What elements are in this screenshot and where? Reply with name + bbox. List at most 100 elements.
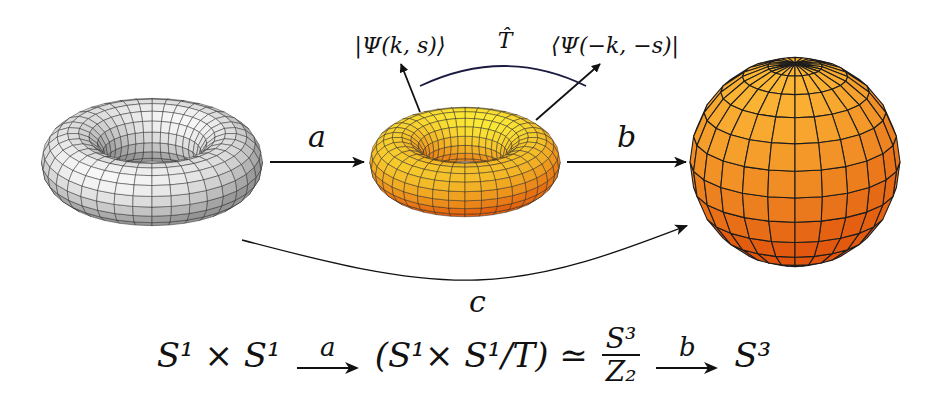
surface-patch — [152, 185, 171, 197]
surface-patch — [795, 76, 809, 95]
surface-patch — [821, 167, 847, 197]
surface-patch — [82, 176, 100, 191]
surface-patch — [743, 167, 769, 197]
surface-patch — [152, 196, 171, 207]
surface-patch — [472, 146, 479, 155]
surface-patch — [465, 208, 481, 214]
surface-patch — [133, 216, 152, 223]
surface-patch — [133, 206, 152, 216]
sphere-figure — [689, 56, 901, 268]
surface-patch — [68, 134, 80, 140]
surface-patch — [769, 221, 795, 242]
surface-patch — [795, 117, 819, 144]
surface-patch — [143, 143, 152, 152]
map-label: a — [308, 119, 326, 154]
surface-patch — [795, 63, 809, 75]
surface-patch — [98, 180, 117, 194]
surface-patch — [68, 128, 80, 134]
surface-patch — [418, 177, 434, 189]
surface-patch — [127, 133, 135, 145]
surface-patch — [771, 117, 795, 144]
surface-patch — [768, 197, 795, 223]
surface-patch — [224, 134, 236, 140]
equation-term: (S¹× S¹/T) ≃ — [375, 335, 588, 375]
surface-patch — [152, 163, 167, 168]
surface-patch — [465, 173, 480, 182]
surface-patch — [781, 63, 795, 75]
surface-patch — [449, 208, 465, 214]
surface-patch — [160, 132, 169, 144]
surface-patch — [465, 200, 482, 208]
surface-patch — [115, 183, 134, 196]
map-connector — [242, 226, 687, 281]
surface-patch — [160, 143, 169, 153]
surface-patch — [465, 167, 479, 174]
space-term: S¹ × S¹ — [157, 335, 281, 375]
surface-patch — [152, 104, 165, 112]
surface-patch — [456, 118, 465, 127]
surface-patch — [457, 127, 465, 137]
surface-patch — [204, 176, 222, 191]
surface-patch — [135, 132, 144, 144]
surface-patch — [479, 137, 486, 147]
surface-patch — [152, 99, 167, 104]
surface-patch — [170, 183, 189, 196]
surface-patch — [465, 191, 482, 201]
surface-patch — [405, 174, 421, 187]
map-arrow-line — [654, 360, 720, 376]
map-label: a — [320, 334, 336, 360]
surface-patch — [465, 127, 473, 137]
surface-patch — [135, 143, 144, 153]
surface-patch — [450, 146, 457, 155]
surface-patch — [152, 111, 163, 121]
surface-patch — [127, 144, 135, 155]
surface-patch — [152, 216, 171, 223]
surface-patch — [168, 144, 176, 155]
equation-term: S³ — [734, 335, 771, 375]
surface-patch — [152, 121, 162, 132]
equation-row: S¹ × S¹a(S¹× S¹/T) ≃S³Z₂bS³ — [0, 322, 928, 388]
surface-patch — [457, 153, 465, 159]
surface-patch — [771, 241, 795, 257]
surface-patch — [458, 145, 465, 153]
surface-patch — [152, 175, 170, 185]
surface-patch — [795, 63, 802, 76]
surface-patch — [465, 112, 476, 119]
equation-term: S¹ × S¹ — [157, 335, 281, 375]
surface-patch — [152, 132, 161, 143]
surface-patch — [142, 152, 152, 159]
surface-patch — [224, 128, 236, 134]
surface-patch — [768, 170, 795, 198]
surface-patch — [450, 173, 465, 182]
surface-patch — [152, 206, 171, 216]
surface-patch — [133, 185, 152, 197]
surface-patch — [527, 132, 537, 137]
map-connector — [567, 161, 686, 163]
surface-patch — [465, 182, 481, 192]
surface-patch — [139, 104, 152, 112]
map-label: c — [469, 284, 486, 319]
surface-patch — [480, 180, 497, 191]
surface-patch — [133, 196, 152, 207]
surface-patch — [450, 136, 457, 146]
surface-patch — [769, 143, 795, 171]
surface-patch — [454, 112, 465, 119]
quotient-fraction: S³Z₂ — [602, 324, 640, 387]
surface-patch — [744, 140, 771, 170]
fraction-numerator: S³ — [602, 324, 640, 356]
map-label: b — [617, 119, 636, 154]
surface-patch — [795, 143, 821, 171]
surface-patch — [152, 152, 162, 159]
surface-patch — [142, 121, 152, 132]
surface-patch — [444, 137, 451, 147]
surface-patch — [141, 111, 152, 121]
surface-patch — [465, 163, 478, 167]
surface-patch — [152, 168, 168, 176]
surface-patch — [137, 99, 152, 104]
operator-label: T̂ — [498, 28, 513, 53]
surface-patch — [465, 108, 478, 112]
space-term: (S¹× S¹/T) ≃ — [375, 335, 588, 375]
surface-patch — [143, 132, 152, 143]
surface-patch — [452, 163, 465, 167]
surface-patch — [776, 256, 795, 265]
